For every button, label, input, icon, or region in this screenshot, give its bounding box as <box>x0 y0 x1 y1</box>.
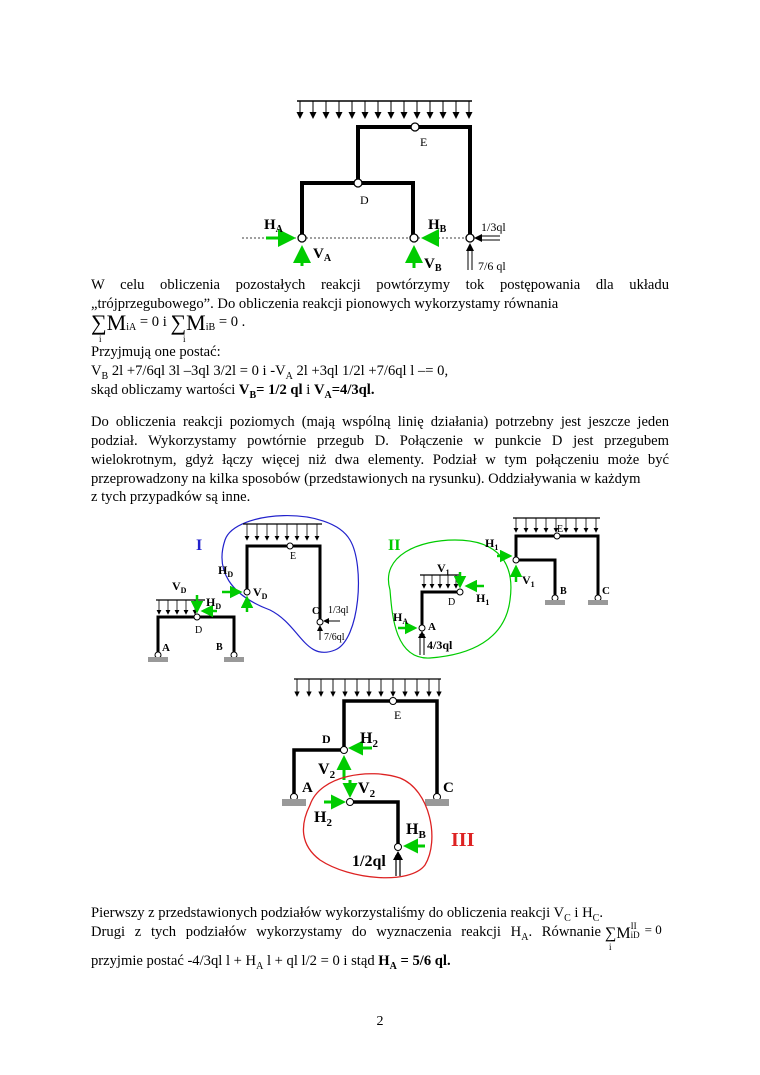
reaction-hb: HB <box>421 217 447 247</box>
label-d: D <box>360 193 369 207</box>
svg-text:V2: V2 <box>318 761 336 781</box>
paragraph-second-division: Drugi z tych podziałów wykorzystamy do w… <box>91 924 601 943</box>
svg-text:HD: HD <box>218 563 233 579</box>
svg-text:H1: H1 <box>476 591 489 607</box>
distributed-load <box>296 100 473 119</box>
hinges <box>297 122 475 243</box>
figure-1-three-hinged-frame: E D HA VA HB VB 1/3ql 7/6 ql <box>242 100 506 274</box>
label-case-i: I <box>196 537 202 554</box>
svg-text:7/6 ql: 7/6 ql <box>478 259 506 273</box>
case-i-upper-frame <box>245 544 322 622</box>
case-iii-frame <box>292 699 439 795</box>
svg-text:VA: VA <box>313 246 332 264</box>
svg-text:HA: HA <box>393 610 408 626</box>
equation-index-3: i <box>609 942 612 952</box>
svg-text:HB: HB <box>428 217 447 235</box>
svg-text:4/3ql: 4/3ql <box>427 638 453 652</box>
label-e: E <box>420 135 427 149</box>
svg-text:HA: HA <box>264 217 284 235</box>
svg-text:HB: HB <box>406 821 426 841</box>
svg-text:VD: VD <box>172 579 187 595</box>
result-vb-va: skąd obliczamy wartości VB= 1/2 ql i VA=… <box>91 382 375 401</box>
svg-text:V1: V1 <box>522 573 535 589</box>
frame-members <box>300 125 472 237</box>
svg-text:V1: V1 <box>437 561 450 577</box>
svg-text:D: D <box>195 625 202 636</box>
svg-text:C: C <box>443 780 454 796</box>
paragraph-intro-line2: „trójprzegubowego”. Do obliczenia reakcj… <box>91 296 559 312</box>
equations-vb-va: VB 2l +7/6ql 3l –3ql 3/2l = 0 i -VA 2l +… <box>91 363 449 382</box>
force-vertical-c: 7/6 ql <box>466 243 506 273</box>
equation-index-2: i <box>183 334 186 344</box>
svg-text:1/3ql: 1/3ql <box>481 220 506 234</box>
paragraph-form: Przyjmują one postać: <box>91 344 221 360</box>
case-ii-load <box>420 574 460 589</box>
svg-text:B: B <box>560 586 567 597</box>
svg-text:7/6ql: 7/6ql <box>324 632 345 643</box>
svg-text:B: B <box>216 642 223 653</box>
svg-text:D: D <box>448 597 455 608</box>
svg-text:H2: H2 <box>314 809 332 829</box>
svg-text:VB: VB <box>424 256 442 274</box>
force-horizontal-c: 1/3ql <box>474 220 506 242</box>
svg-text:H1: H1 <box>485 536 498 552</box>
svg-text:E: E <box>290 551 296 562</box>
reaction-va: VA <box>293 245 332 266</box>
svg-text:C: C <box>312 606 319 617</box>
case-iii-outline <box>302 773 433 879</box>
svg-text:1/3ql: 1/3ql <box>328 605 349 616</box>
paragraph-result-ha: przyjmie postać -4/3ql l + HA l + ql l/2… <box>91 953 451 972</box>
figure-2-divisions: I E HD VD C 1/3ql 7/6ql D A B VD HD <box>148 515 610 662</box>
reaction-ha: HA <box>264 217 296 247</box>
case-ii-right-load <box>513 517 600 533</box>
page-number: 2 <box>376 1014 384 1029</box>
equation-index-1: i <box>99 334 102 344</box>
svg-text:V2: V2 <box>358 780 376 800</box>
svg-text:H2: H2 <box>360 730 378 750</box>
svg-text:C: C <box>602 585 610 597</box>
paragraph-intro-line1: W celu obliczenia pozostałych reakcji po… <box>91 277 669 293</box>
svg-text:A: A <box>428 621 436 633</box>
paragraph-horizontal-reactions-last: z tych przypadków są inne. <box>91 489 251 505</box>
case-i-load <box>243 523 322 541</box>
svg-text:1/2ql: 1/2ql <box>352 853 386 870</box>
svg-text:HD: HD <box>206 595 221 611</box>
svg-text:E: E <box>557 524 563 535</box>
reaction-vb: VB <box>405 245 442 274</box>
case-iii-load <box>294 678 442 697</box>
label-case-ii: II <box>388 537 400 554</box>
svg-text:A: A <box>162 642 170 654</box>
svg-text:E: E <box>394 708 401 722</box>
figure-3-division-iii: E D A C H2 V2 III V2 H2 HB 1/2ql <box>282 678 475 879</box>
label-case-iii: III <box>451 829 475 851</box>
svg-text:D: D <box>322 732 331 746</box>
svg-text:VD: VD <box>253 585 268 601</box>
moment-equations: ∑MiA = 0 i ∑MiB = 0 . <box>91 310 246 335</box>
svg-text:A: A <box>302 780 313 796</box>
paragraph-first-division: Pierwszy z przedstawionych podziałów wyk… <box>91 905 603 924</box>
paragraph-horizontal-reactions: Do obliczenia reakcji poziomych (mają ws… <box>91 414 669 487</box>
case-ii-outline <box>387 539 512 659</box>
